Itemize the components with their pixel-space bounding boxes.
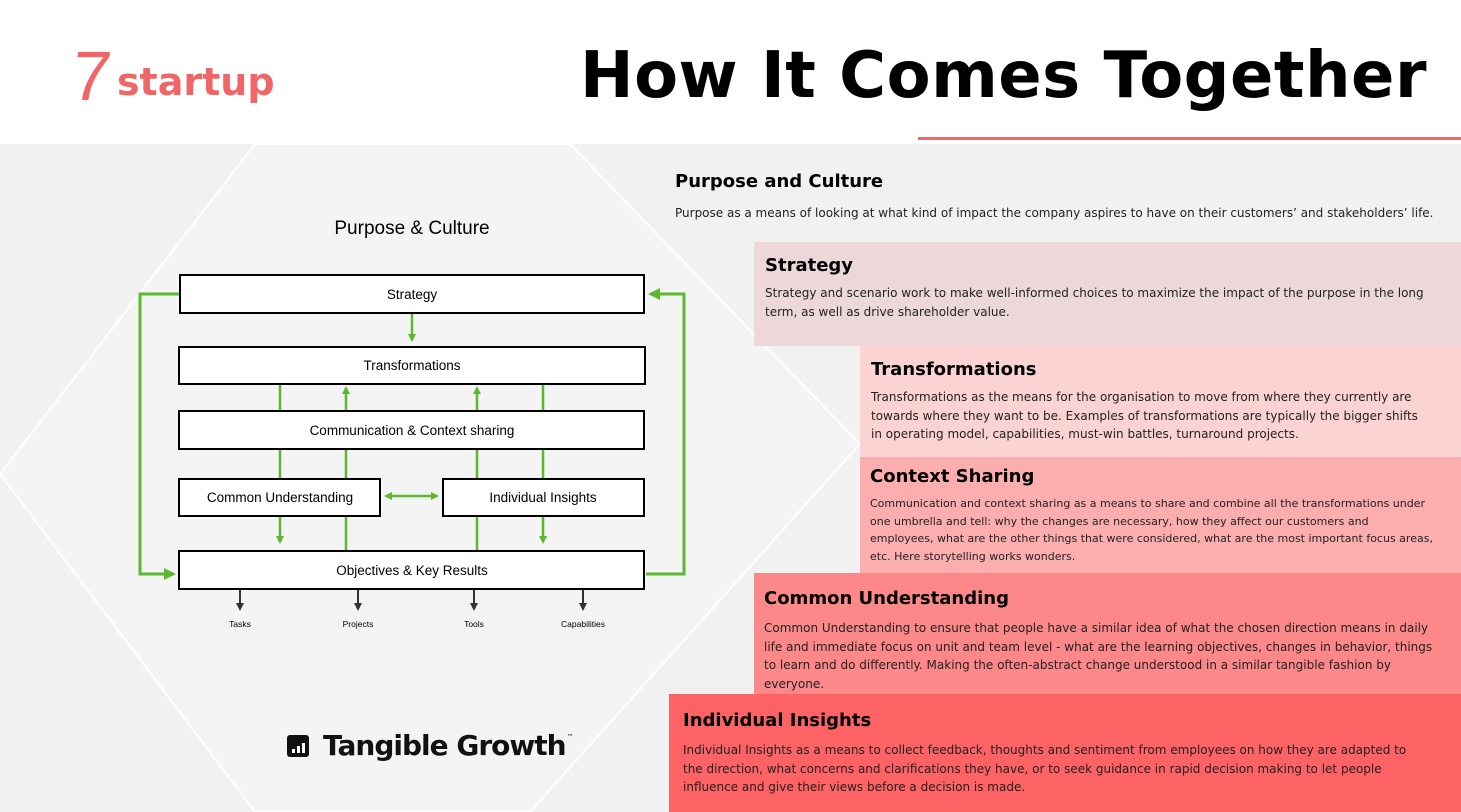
logo-number: 7: [67, 37, 116, 115]
header: 7 startup How It Comes Together: [0, 0, 1461, 144]
section-context-sharing: Context Sharing Communication and contex…: [860, 457, 1461, 573]
box-transformations: [178, 346, 646, 385]
tangible-growth-logo[interactable]: Tangible Growth ™: [287, 729, 574, 762]
diagram-top-label: Purpose & Culture: [334, 218, 489, 239]
page-title: How It Comes Together: [580, 39, 1427, 113]
section-purpose-text: Purpose as a means of looking at what ki…: [675, 206, 1434, 220]
output-tools: Tools: [464, 619, 484, 629]
logo-word: startup: [116, 60, 275, 104]
bar-chart-icon: [287, 734, 309, 757]
brand-trademark: ™: [566, 733, 574, 741]
box-communication-label: Communication & Context sharing: [310, 423, 515, 438]
startup-logo[interactable]: 7 startup: [67, 37, 275, 115]
output-tasks: Tasks: [229, 619, 251, 629]
box-transformations-label: Transformations: [363, 358, 460, 373]
section-common-text: Common Understanding to ensure that peop…: [764, 621, 1433, 691]
output-capabilities: Capabilities: [561, 619, 605, 629]
output-arrows: [236, 590, 587, 611]
box-strategy-label: Strategy: [387, 287, 438, 302]
box-common-understanding: [178, 478, 381, 517]
output-projects: Projects: [343, 619, 374, 629]
framework-diagram: Purpose & Culture Strategy Transformatio…: [138, 218, 686, 629]
section-strategy: Strategy Strategy and scenario work to m…: [754, 242, 1461, 346]
box-individual-insights: [442, 478, 645, 517]
section-transformations-title: Transformations: [871, 359, 1037, 380]
brand-name: Tangible Growth: [323, 729, 567, 762]
section-individual-title: Individual Insights: [683, 710, 872, 731]
section-purpose-title: Purpose and Culture: [675, 171, 884, 192]
section-individual-insights: Individual Insights Individual Insights …: [669, 694, 1461, 812]
box-communication: [178, 410, 645, 450]
box-common-understanding-label: Common Understanding: [207, 490, 353, 505]
section-common-understanding: Common Understanding Common Understandin…: [754, 573, 1461, 694]
section-purpose: Purpose and Culture Purpose as a means o…: [675, 170, 1435, 223]
title-underline: [918, 137, 1461, 140]
section-individual-text: Individual Insights as a means to collec…: [683, 743, 1407, 794]
box-strategy: [179, 274, 645, 314]
section-context-text: Communication and context sharing as a m…: [870, 497, 1433, 563]
section-transformations: Transformations Transformations as the m…: [860, 346, 1461, 457]
slide-content: Purpose & Culture Strategy Transformatio…: [0, 144, 1461, 812]
section-common-title: Common Understanding: [764, 588, 1009, 609]
section-transformations-text: Transformations as the means for the org…: [871, 390, 1418, 441]
section-context-title: Context Sharing: [870, 466, 1035, 487]
box-okr-label: Objectives & Key Results: [336, 563, 488, 578]
box-individual-insights-label: Individual Insights: [489, 490, 597, 505]
box-okr: [178, 550, 645, 590]
green-connectors: [138, 288, 686, 580]
section-strategy-title: Strategy: [765, 255, 854, 276]
section-strategy-text: Strategy and scenario work to make well-…: [765, 286, 1424, 319]
